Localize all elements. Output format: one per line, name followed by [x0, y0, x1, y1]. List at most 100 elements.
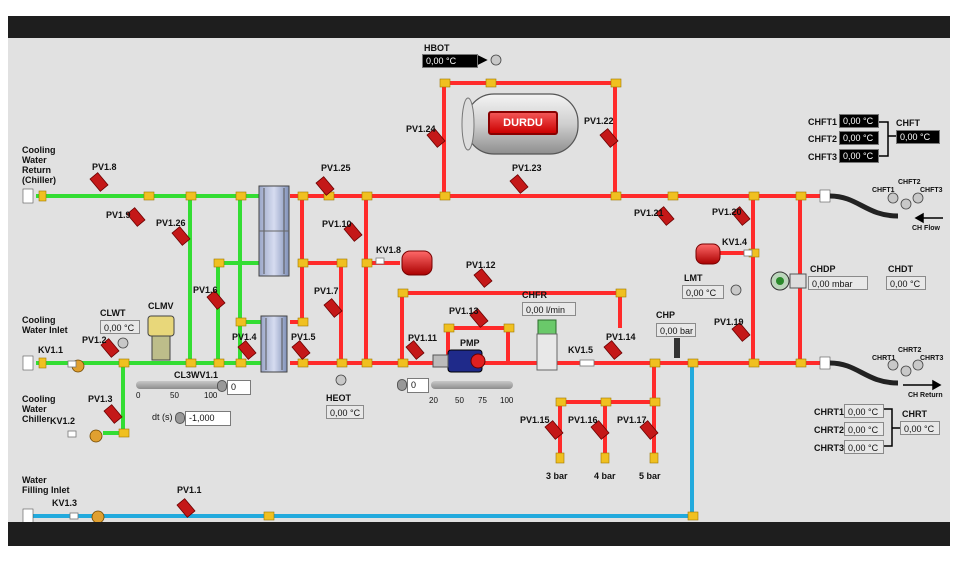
chfr-value: 0,00 l/min: [522, 302, 576, 316]
heat-exchanger-bottom: [260, 315, 288, 373]
pv1-11-label[interactable]: PV1.11: [408, 333, 438, 343]
pv1-21-label[interactable]: PV1.21: [634, 208, 664, 218]
pv1-3-label[interactable]: PV1.3: [88, 394, 113, 404]
outlet-5bar: 5 bar: [639, 471, 661, 481]
chft-value: 0,00 °C: [896, 130, 940, 144]
pipe-diagram: [22, 54, 943, 522]
chft2-value: 0,00 °C: [839, 131, 879, 145]
pv1-1-label[interactable]: PV1.1: [177, 485, 202, 495]
dt-input[interactable]: -1,000: [185, 411, 231, 426]
chft3-sensor-label: CHFT3: [920, 187, 943, 194]
chfr-label: CHFR: [522, 290, 547, 300]
pv1-14-label[interactable]: PV1.14: [606, 332, 636, 342]
kv1-8-label[interactable]: KV1.8: [376, 245, 402, 255]
cl3wv-slider[interactable]: [136, 381, 220, 389]
heat-exchanger-top: [258, 185, 290, 277]
chft3-label: CHFT3: [808, 152, 837, 162]
kv1-4-label[interactable]: KV1.4: [722, 237, 748, 247]
dt-label: dt (s): [152, 412, 173, 422]
expansion-tank: [401, 250, 433, 276]
pv1-4-label[interactable]: PV1.4: [232, 332, 257, 342]
inlet-stubs: [22, 188, 831, 522]
pmp-input[interactable]: 0: [407, 378, 429, 393]
lmt-label: LMT: [684, 273, 703, 283]
pv1-5-label[interactable]: PV1.5: [291, 332, 316, 342]
cl3wv-input[interactable]: 0: [227, 380, 251, 395]
scada-canvas: HBOT 0,00 °C DURDU Cooling Water Return …: [8, 38, 950, 522]
chrt2-value: 0,00 °C: [844, 422, 884, 436]
pmp-spinner[interactable]: [397, 379, 407, 391]
chft-label: CHFT: [896, 118, 920, 128]
kv1-2-label[interactable]: KV1.2: [50, 416, 76, 426]
pv1-15-label[interactable]: PV1.15: [520, 415, 550, 425]
pmp-label: PMP: [460, 338, 480, 348]
outlet-3bar: 3 bar: [546, 471, 568, 481]
lmt-value: 0,00 °C: [682, 285, 724, 299]
bracket-lines: [878, 121, 900, 447]
kv1-5-label[interactable]: KV1.5: [568, 345, 594, 355]
pv1-12-label[interactable]: PV1.12: [466, 260, 496, 270]
chdt-value: 0,00 °C: [886, 276, 926, 290]
dt-spinner[interactable]: [175, 412, 185, 424]
pv1-20-label[interactable]: PV1.20: [712, 207, 742, 217]
pv1-17-label[interactable]: PV1.17: [617, 415, 647, 425]
ch-return-label: CH Return: [908, 392, 943, 399]
pv1-6-label[interactable]: PV1.6: [193, 285, 218, 295]
cl3wv-tick-0: 0: [136, 391, 141, 400]
pv1-25-label[interactable]: PV1.25: [321, 163, 351, 173]
clwt-value: 0,00 °C: [100, 320, 140, 334]
chp-gauge-symbol: [674, 338, 680, 358]
window-bottom-bar: [8, 522, 950, 546]
red-vessel: [695, 243, 721, 265]
cl3wv-label: CL3WV1.1: [174, 370, 219, 380]
cooling-return-label: Cooling Water Return (Chiller): [22, 145, 57, 185]
chp-value: 0,00 bar: [656, 323, 696, 337]
kv-valves: [67, 249, 753, 522]
chdp-sensor: [770, 271, 807, 291]
chdt-label: CHDT: [888, 264, 913, 274]
clwt-label: CLWT: [100, 308, 126, 318]
clmv-actuator: [147, 315, 175, 361]
kv1-3-label[interactable]: KV1.3: [52, 498, 78, 508]
chft1-value: 0,00 °C: [839, 114, 879, 128]
pv1-13-label[interactable]: PV1.13: [449, 306, 479, 316]
kv1-1-label[interactable]: KV1.1: [38, 345, 64, 355]
chp-label: CHP: [656, 310, 676, 320]
pump-body: [432, 349, 486, 373]
pv1-16-label[interactable]: PV1.16: [568, 415, 598, 425]
chrt1-label: CHRT1: [814, 407, 845, 417]
clmv-label: CLMV: [148, 301, 174, 311]
pv1-23-label[interactable]: PV1.23: [512, 163, 542, 173]
cl3wv-tick-50: 50: [170, 391, 179, 400]
flow-meter-body: [536, 319, 558, 371]
chrt2-label: CHRT2: [814, 425, 845, 435]
chrt2-sensor-label: CHRT2: [898, 347, 922, 354]
window-top-bar: [8, 16, 950, 38]
flex-hoses: [829, 193, 899, 386]
water-filling-label: Water Filling Inlet: [22, 475, 70, 495]
pv1-22-label[interactable]: PV1.22: [584, 116, 614, 126]
pv1-9-label[interactable]: PV1.9: [106, 210, 131, 220]
pv1-7-label[interactable]: PV1.7: [314, 286, 339, 296]
ch-flow-label: CH Flow: [912, 225, 940, 232]
heot-value: 0,00 °C: [326, 405, 364, 419]
pv1-24-label[interactable]: PV1.24: [406, 124, 436, 134]
cl3wv-spinner[interactable]: [217, 380, 227, 392]
hbot-label: HBOT: [424, 43, 450, 53]
hbot-value: 0,00 °C: [422, 54, 478, 68]
chrt1-sensor-label: CHRT1: [872, 355, 896, 362]
pmp-tick-100: 100: [500, 396, 514, 405]
pmp-slider[interactable]: [431, 381, 513, 389]
pv1-19-label[interactable]: PV1.19: [714, 317, 744, 327]
durdu-button[interactable]: DURDU: [488, 111, 558, 135]
pv1-2-label[interactable]: PV1.2: [82, 335, 107, 345]
pv1-26-label[interactable]: PV1.26: [156, 218, 186, 228]
pv1-8-label[interactable]: PV1.8: [92, 162, 117, 172]
pmp-tick-20: 20: [429, 396, 438, 405]
cl3wv-tick-100: 100: [204, 391, 218, 400]
chrt-label: CHRT: [902, 409, 927, 419]
chft2-sensor-label: CHFT2: [898, 179, 921, 186]
pv1-10-label[interactable]: PV1.10: [322, 219, 352, 229]
chrt1-value: 0,00 °C: [844, 404, 884, 418]
probe-symbols: [117, 54, 924, 386]
